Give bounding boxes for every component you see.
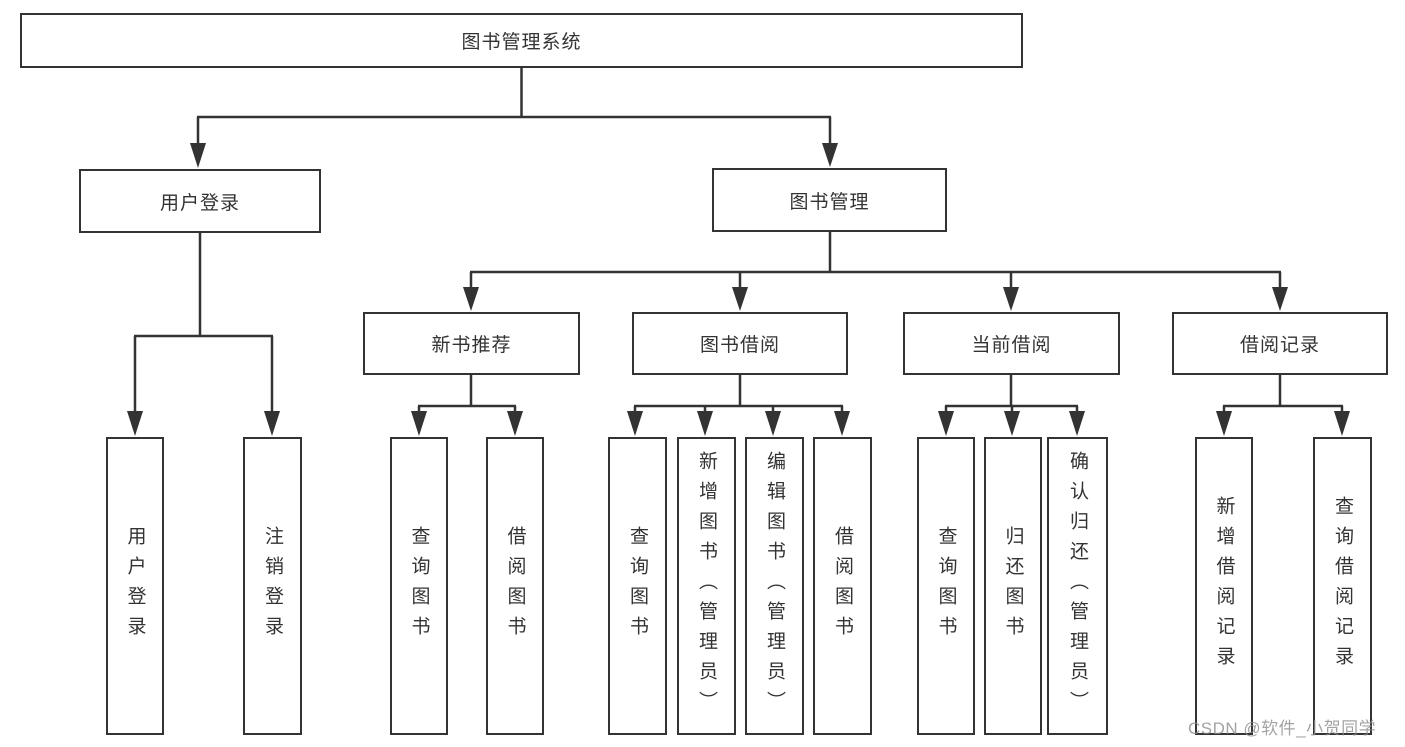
connector-user-login-to-leaves [127, 233, 280, 436]
leaf-logout-label: 注销登录 [262, 526, 283, 646]
leaf-current-query-books: 查询图书 [917, 437, 975, 735]
connector-book-management-to-level3 [463, 232, 1288, 311]
node-new-book-recommend: 新书推荐 [363, 312, 580, 375]
connector-current-borrowing-to-leaves [938, 374, 1085, 436]
leaf-user-login-label: 用户登录 [124, 526, 146, 646]
connector-borrowing-records-to-leaves [1216, 374, 1350, 436]
leaf-current-return-books: 归还图书 [984, 437, 1042, 735]
connector-root-to-level2 [190, 68, 838, 168]
node-current-borrowing-label: 当前借阅 [971, 335, 1052, 356]
node-book-management-label: 图书管理 [789, 191, 870, 213]
node-book-borrowing-label: 图书借阅 [699, 335, 780, 356]
leaf-records-add-record: 新增借阅记录 [1195, 437, 1253, 735]
leaf-borrowing-borrow-books-label: 借阅图书 [832, 526, 853, 646]
node-user-login: 用户登录 [79, 169, 321, 233]
node-library-system-label: 图书管理系统 [461, 32, 582, 53]
leaf-records-query-record-label: 查询借阅记录 [1332, 496, 1353, 676]
node-borrowing-records: 借阅记录 [1172, 312, 1388, 375]
leaf-borrowing-add-books-admin: 新增图书（管理员） [677, 437, 736, 735]
leaf-recommend-query-books-label: 查询图书 [408, 526, 430, 646]
node-book-management: 图书管理 [712, 168, 947, 232]
node-borrowing-records-label: 借阅记录 [1239, 335, 1320, 356]
leaf-logout: 注销登录 [243, 437, 302, 735]
leaf-borrowing-query-books-label: 查询图书 [627, 526, 648, 646]
leaf-current-confirm-return-admin-label: 确认归还（管理员） [1067, 451, 1088, 721]
leaf-current-query-books-label: 查询图书 [935, 526, 957, 646]
node-current-borrowing: 当前借阅 [903, 312, 1120, 375]
leaf-recommend-borrow-books-label: 借阅图书 [504, 526, 526, 646]
connector-book-borrowing-to-leaves [627, 374, 850, 436]
node-library-system: 图书管理系统 [20, 13, 1023, 68]
leaf-current-return-books-label: 归还图书 [1002, 526, 1024, 646]
leaf-borrowing-add-books-admin-label: 新增图书（管理员） [696, 451, 717, 721]
node-new-book-recommend-label: 新书推荐 [431, 335, 512, 356]
leaf-current-confirm-return-admin: 确认归还（管理员） [1047, 437, 1108, 735]
leaf-recommend-query-books: 查询图书 [390, 437, 448, 735]
leaf-borrowing-edit-books-admin-label: 编辑图书（管理员） [764, 451, 785, 721]
node-user-login-label: 用户登录 [159, 192, 240, 214]
connector-new-book-recommend-to-leaves [411, 374, 523, 436]
node-book-borrowing: 图书借阅 [632, 312, 848, 375]
leaf-borrowing-borrow-books: 借阅图书 [813, 437, 872, 735]
leaf-borrowing-query-books: 查询图书 [608, 437, 667, 735]
leaf-records-add-record-label: 新增借阅记录 [1213, 496, 1235, 676]
leaf-records-query-record: 查询借阅记录 [1313, 437, 1372, 735]
csdn-watermark: CSDN @软件_小贺同学 [1188, 719, 1377, 738]
leaf-user-login: 用户登录 [106, 437, 164, 735]
leaf-recommend-borrow-books: 借阅图书 [486, 437, 544, 735]
leaf-borrowing-edit-books-admin: 编辑图书（管理员） [745, 437, 804, 735]
